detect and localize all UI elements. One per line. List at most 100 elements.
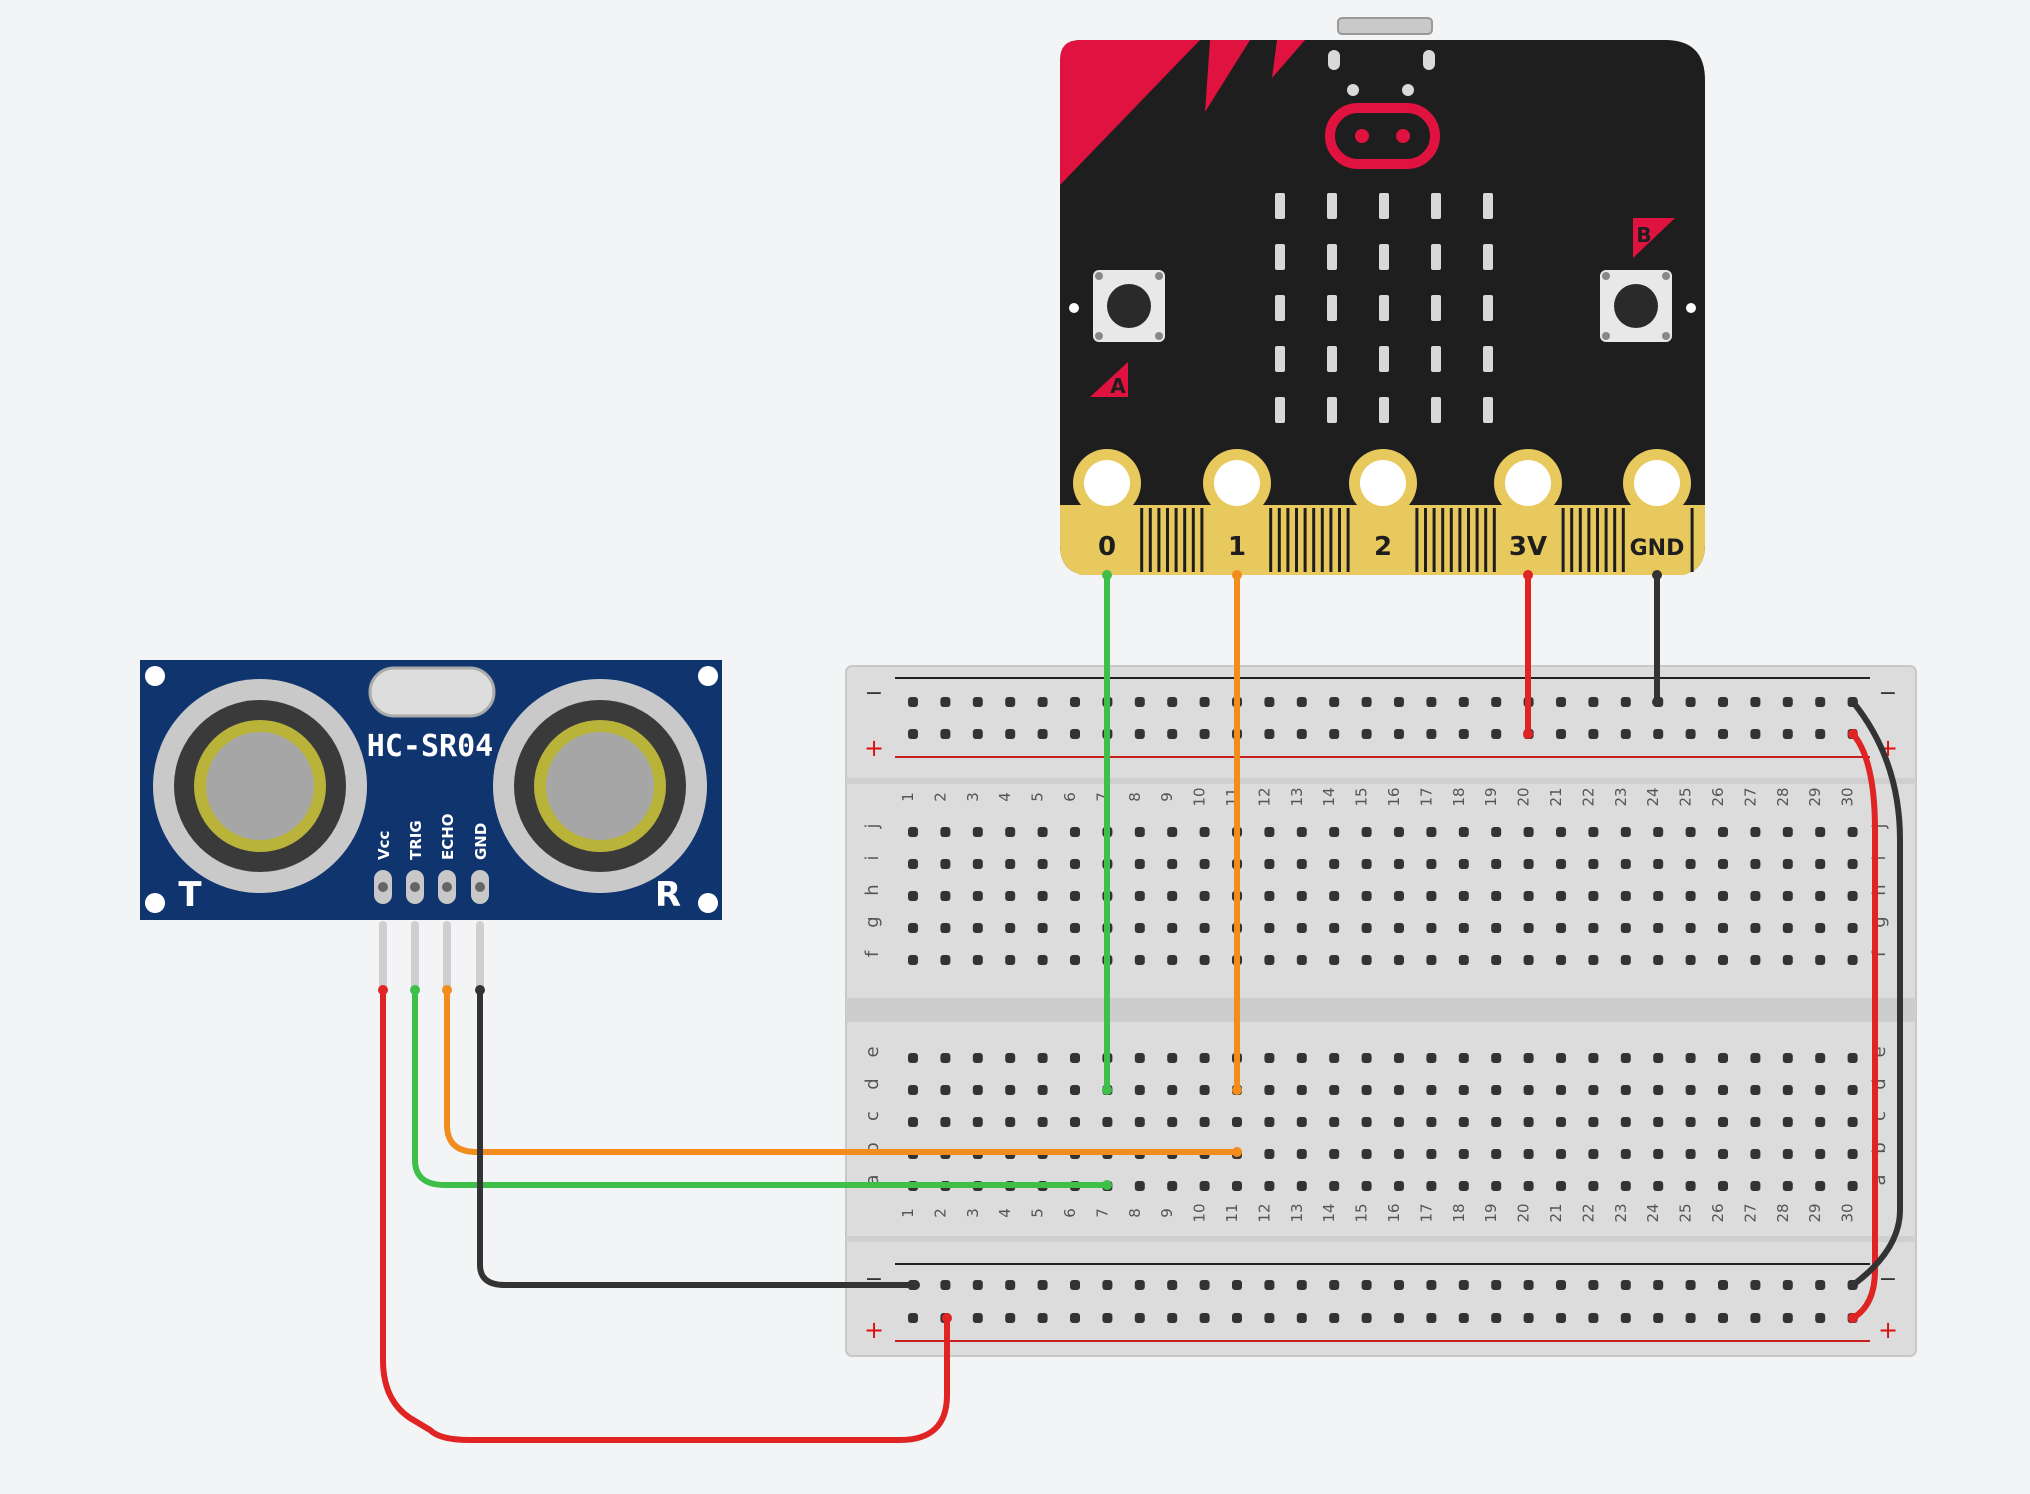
breadboard-hole[interactable]	[1815, 955, 1826, 965]
breadboard-hole[interactable]	[1070, 1085, 1080, 1095]
breadboard-hole[interactable]	[1264, 1085, 1275, 1095]
breadboard-hole[interactable]	[1296, 697, 1307, 707]
breadboard-hole[interactable]	[1329, 1085, 1340, 1095]
breadboard-hole[interactable]	[1847, 1149, 1858, 1159]
button-b[interactable]: B	[1600, 218, 1696, 342]
wire-sensor-vcc-to-bottom-plus[interactable]	[380, 987, 950, 1443]
breadboard-hole[interactable]	[1750, 891, 1761, 901]
breadboard-hole[interactable]	[1134, 1181, 1145, 1191]
breadboard-hole[interactable]	[908, 891, 918, 901]
button-a[interactable]: A	[1069, 270, 1165, 398]
breadboard-hole[interactable]	[1361, 923, 1372, 933]
breadboard-hole[interactable]	[1685, 923, 1696, 933]
button-b-cap[interactable]	[1614, 284, 1658, 328]
breadboard-hole[interactable]	[1750, 1053, 1761, 1063]
breadboard-hole[interactable]	[1556, 1053, 1566, 1063]
breadboard-hole[interactable]	[1167, 827, 1178, 837]
breadboard-hole[interactable]	[1102, 1313, 1113, 1323]
breadboard-hole[interactable]	[1685, 1149, 1696, 1159]
breadboard-hole[interactable]	[1232, 1280, 1242, 1290]
breadboard-hole[interactable]	[1005, 1280, 1016, 1290]
breadboard-hole[interactable]	[1847, 1181, 1858, 1191]
breadboard-hole[interactable]	[1394, 697, 1404, 707]
breadboard-hole[interactable]	[1588, 1313, 1599, 1323]
breadboard-hole[interactable]	[1329, 827, 1340, 837]
breadboard-hole[interactable]	[1523, 955, 1534, 965]
breadboard-hole[interactable]	[1750, 697, 1761, 707]
breadboard-hole[interactable]	[1588, 1117, 1599, 1127]
breadboard-hole[interactable]	[1199, 955, 1210, 965]
breadboard-hole[interactable]	[972, 1053, 983, 1063]
breadboard-hole[interactable]	[1653, 859, 1664, 869]
wires[interactable]	[378, 570, 1903, 1443]
breadboard-hole[interactable]	[1685, 697, 1696, 707]
breadboard-hole[interactable]	[1653, 1149, 1664, 1159]
breadboard-hole[interactable]	[1037, 1085, 1048, 1095]
breadboard-hole[interactable]	[1620, 1053, 1631, 1063]
breadboard-hole[interactable]	[1815, 729, 1826, 739]
breadboard-hole[interactable]	[1556, 923, 1566, 933]
breadboard-hole[interactable]	[1361, 827, 1372, 837]
breadboard-hole[interactable]	[1523, 1085, 1534, 1095]
breadboard-hole[interactable]	[1588, 697, 1599, 707]
breadboard-hole[interactable]	[1685, 1181, 1696, 1191]
breadboard-hole[interactable]	[1718, 1085, 1728, 1095]
breadboard-hole[interactable]	[1361, 1149, 1372, 1159]
breadboard-hole[interactable]	[1556, 1280, 1566, 1290]
breadboard-hole[interactable]	[1296, 1085, 1307, 1095]
breadboard-hole[interactable]	[972, 1313, 983, 1323]
breadboard-holes[interactable]	[908, 697, 1858, 1323]
breadboard-hole[interactable]	[1426, 1313, 1437, 1323]
breadboard-hole[interactable]	[1167, 891, 1178, 901]
pin-hole[interactable]	[1360, 460, 1406, 506]
breadboard-hole[interactable]	[940, 923, 951, 933]
breadboard-hole[interactable]	[1329, 955, 1340, 965]
breadboard-hole[interactable]	[1523, 827, 1534, 837]
breadboard-hole[interactable]	[1750, 1149, 1761, 1159]
breadboard-hole[interactable]	[1815, 1313, 1826, 1323]
breadboard-hole[interactable]	[1685, 1053, 1696, 1063]
breadboard-hole[interactable]	[1199, 1053, 1210, 1063]
breadboard-hole[interactable]	[1167, 1181, 1178, 1191]
breadboard-hole[interactable]	[1134, 1313, 1145, 1323]
breadboard-hole[interactable]	[1815, 923, 1826, 933]
breadboard-hole[interactable]	[1264, 827, 1275, 837]
breadboard-hole[interactable]	[1005, 697, 1016, 707]
breadboard-hole[interactable]	[1296, 891, 1307, 901]
breadboard-hole[interactable]	[1718, 729, 1728, 739]
breadboard-hole[interactable]	[1556, 1313, 1566, 1323]
breadboard-hole[interactable]	[1199, 1085, 1210, 1095]
breadboard-hole[interactable]	[1685, 1117, 1696, 1127]
breadboard-hole[interactable]	[1491, 1117, 1502, 1127]
breadboard-hole[interactable]	[1329, 729, 1340, 739]
breadboard-hole[interactable]	[1620, 1181, 1631, 1191]
breadboard-hole[interactable]	[1620, 859, 1631, 869]
breadboard-hole[interactable]	[1296, 1313, 1307, 1323]
wire-sensor-gnd-to-bottom-minus[interactable]	[477, 987, 918, 1288]
breadboard-hole[interactable]	[1556, 859, 1566, 869]
breadboard-hole[interactable]	[1491, 1280, 1502, 1290]
breadboard-hole[interactable]	[1782, 1313, 1793, 1323]
breadboard-hole[interactable]	[972, 891, 983, 901]
breadboard-hole[interactable]	[1329, 891, 1340, 901]
breadboard-hole[interactable]	[1199, 891, 1210, 901]
breadboard-hole[interactable]	[1199, 1313, 1210, 1323]
breadboard-hole[interactable]	[1167, 1085, 1178, 1095]
breadboard-hole[interactable]	[1070, 827, 1080, 837]
breadboard-hole[interactable]	[1620, 1280, 1631, 1290]
breadboard-hole[interactable]	[1264, 1117, 1275, 1127]
breadboard-hole[interactable]	[1394, 729, 1404, 739]
breadboard-hole[interactable]	[1685, 955, 1696, 965]
pin-hole[interactable]	[1634, 460, 1680, 506]
breadboard-hole[interactable]	[1394, 827, 1404, 837]
breadboard-hole[interactable]	[1653, 1117, 1664, 1127]
breadboard-hole[interactable]	[1750, 923, 1761, 933]
breadboard-hole[interactable]	[1005, 1313, 1016, 1323]
breadboard-hole[interactable]	[1426, 1149, 1437, 1159]
breadboard-hole[interactable]	[1847, 1085, 1858, 1095]
breadboard-hole[interactable]	[1296, 859, 1307, 869]
breadboard-hole[interactable]	[1750, 955, 1761, 965]
breadboard-hole[interactable]	[1653, 955, 1664, 965]
breadboard-hole[interactable]	[1685, 1313, 1696, 1323]
breadboard-hole[interactable]	[1070, 859, 1080, 869]
